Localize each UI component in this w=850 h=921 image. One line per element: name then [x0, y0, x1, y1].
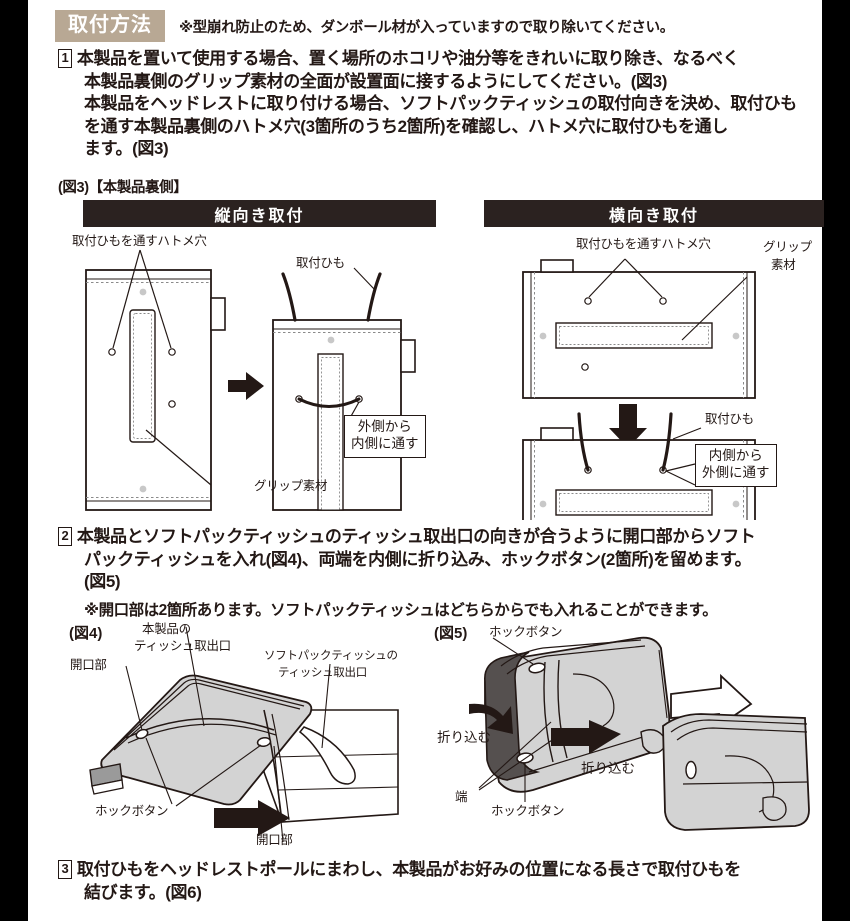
- fig5-hook-button-label-bottom: ホックボタン: [491, 804, 565, 818]
- fig4-diagram: (図4) 本製品の ティッシュ取出口 ソフトパックティッシュの ティッシュ取出口…: [68, 622, 448, 850]
- transition-arrow-right: [228, 372, 264, 400]
- fig5-diagram: (図5) ホックボタン 折り込む 折り込む 端 ホックボタン: [433, 622, 833, 850]
- fig3-horizontal-diagram: 取付ひもを通すハトメ穴 グリップ 素材 取付ひも 内側から 外側に通す: [473, 232, 833, 520]
- section-title-badge: 取付方法: [55, 10, 165, 42]
- fig4-illustration: [89, 626, 399, 843]
- step-3-number: 3: [58, 859, 72, 879]
- page-content: 取付方法 ※型崩れ防止のため、ダンボール材が入っていますので取り除いてください。…: [28, 0, 824, 921]
- step-2-line-2: パックティッシュを入れ(図4)、両端を内側に折り込み、ホックボタン(2箇所)を留…: [84, 549, 752, 569]
- fig4-opening-label-bottom: 開口部: [256, 833, 293, 847]
- section-header: 取付方法 ※型崩れ防止のため、ダンボール材が入っていますので取り除いてください。: [55, 10, 674, 42]
- fig4-caption: (図4): [69, 625, 103, 642]
- product-vertical-front: [85, 249, 226, 511]
- step-2-number: 2: [58, 526, 72, 546]
- title-bar-vertical-mount: 縦向き取付: [83, 200, 436, 227]
- fig3-right-callout: 内側から 外側に通す: [695, 444, 777, 487]
- fig3-left-callout-line1: 外側から: [357, 419, 412, 434]
- fig4-tissue-outlet-label-2: ティッシュ取出口: [278, 667, 367, 679]
- title-bar-horizontal-mount: 横向き取付: [484, 200, 824, 227]
- fig3-right-cord-label: 取付ひも: [705, 412, 754, 426]
- fig3-right-grommet-label: 取付ひもを通すハトメ穴: [576, 237, 711, 251]
- fig3-left-callout: 外側から 内側に通す: [344, 415, 426, 458]
- fig3-right-grip-label-2: 素材: [771, 258, 796, 272]
- step-1-line-1: 本製品を置いて使用する場合、置く場所のホコリや油分等をきれいに取り除き、なるべく: [76, 49, 740, 68]
- step-2-note: ※開口部は2箇所あります。ソフトパックティッシュはどちらからでも入れることができ…: [84, 601, 718, 619]
- step-3-line-1: 取付ひもをヘッドレストポールにまわし、本製品がお好みの位置になる長さで取付ひもを: [76, 860, 741, 879]
- transition-arrow-down: [609, 404, 647, 448]
- step-2-line-1: 本製品とソフトパックティッシュのティッシュ取出口の向きが合うように開口部からソフ…: [76, 527, 756, 546]
- fig3-right-grip-label-1: グリップ: [763, 240, 812, 254]
- fig3-vertical-diagram: 取付ひもを通すハトメ穴 取付ひも グリップ素材 外側から 内側に通す: [68, 232, 463, 520]
- fig3-left-callout-line2: 内側に通す: [351, 435, 419, 451]
- fig3-caption: (図3)【本製品裏側】: [58, 180, 188, 196]
- fig3-left-grip-label: グリップ素材: [254, 479, 328, 493]
- fig4-hook-button-label: ホックボタン: [95, 804, 169, 818]
- step-2-line-3: (図5): [84, 572, 121, 592]
- fig3-left-cord-label: 取付ひも: [296, 256, 345, 270]
- fig3-right-callout-line2: 外側に通す: [702, 464, 770, 480]
- fig3-left-grommet-label: 取付ひもを通すハトメ穴: [72, 234, 207, 248]
- fig5-fold-label-right: 折り込む: [581, 761, 635, 776]
- step-1-line-2: 本製品裏側のグリップ素材の全面が設置面に接するようにしてください。(図3): [84, 71, 667, 91]
- fig5-hook-button-label-top: ホックボタン: [489, 625, 563, 639]
- step-1-number: 1: [58, 48, 72, 68]
- step-3-line-2: 結びます。(図6): [84, 882, 202, 902]
- right-edge-bar: [822, 0, 850, 921]
- product-horizontal-front: [522, 258, 756, 399]
- fig4-product-outlet-label-1: 本製品の: [142, 622, 191, 636]
- fig5-caption: (図5): [434, 625, 468, 642]
- left-edge-bar: [0, 0, 28, 921]
- step-1-line-5: ます。(図3): [84, 139, 169, 159]
- fig3-right-callout-line1: 内側から: [708, 448, 763, 463]
- fig4-tissue-outlet-label-1: ソフトパックティッシュの: [264, 650, 398, 662]
- fig5-illustration: [469, 636, 810, 831]
- product-vertical-after: [272, 267, 416, 511]
- fig4-opening-label-top: 開口部: [70, 658, 107, 672]
- section-header-note: ※型崩れ防止のため、ダンボール材が入っていますので取り除いてください。: [179, 19, 674, 36]
- fig4-product-outlet-label-2: ティッシュ取出口: [134, 639, 231, 653]
- fig5-edge-label: 端: [455, 790, 468, 804]
- step-1-line-4: を通す本製品裏側のハトメ穴(3箇所のうち2箇所)を確認し、ハトメ穴に取付ひもを通…: [84, 116, 728, 136]
- fig5-fold-label-left: 折り込む: [437, 730, 491, 745]
- step-1-line-3: 本製品をヘッドレストに取り付ける場合、ソフトパックティッシュの取付向きを決め、取…: [84, 94, 797, 114]
